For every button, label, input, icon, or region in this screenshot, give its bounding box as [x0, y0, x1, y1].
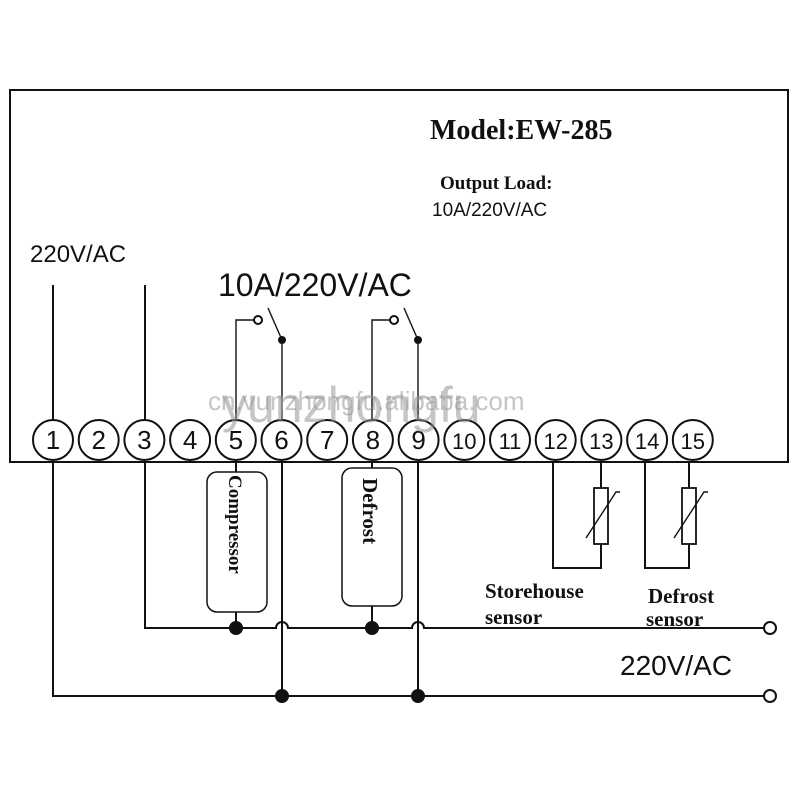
terminal-number: 14 — [635, 429, 659, 454]
terminal-circle — [626, 419, 669, 461]
terminal-4: 4 — [169, 419, 212, 461]
terminal-number: 6 — [274, 425, 288, 455]
terminal-number: 9 — [411, 425, 425, 455]
terminal-circle — [351, 419, 394, 461]
output-load-rating: 10A/220V/AC — [432, 200, 547, 221]
terminal-circle — [580, 419, 623, 461]
terminal-number: 2 — [91, 425, 105, 455]
terminal-number: 13 — [589, 429, 613, 454]
terminal-number: 4 — [183, 425, 197, 455]
terminal-number: 12 — [543, 429, 567, 454]
controller-housing — [9, 89, 789, 463]
terminal-7: 7 — [306, 419, 349, 461]
terminal-5: 5 — [214, 419, 257, 461]
storehouse-sensor-label-1: Storehouse — [485, 579, 584, 603]
terminal-14: 14 — [626, 419, 669, 461]
junction-compressor — [229, 621, 243, 635]
terminal-6: 6 — [260, 419, 303, 461]
terminal-circle — [306, 419, 349, 461]
neutral-wire — [144, 461, 764, 629]
storehouse-sensor-label-2: sensor — [485, 605, 542, 629]
terminal-number: 11 — [499, 429, 522, 454]
storehouse-sensor — [552, 461, 620, 569]
relay-contact-compressor — [235, 307, 286, 425]
terminal-15: 15 — [671, 419, 714, 461]
terminal-number: 15 — [681, 429, 705, 454]
terminal-11: 11 — [489, 419, 531, 461]
terminal-2: 2 — [77, 419, 120, 461]
terminal-number: 10 — [452, 429, 476, 454]
terminal-circle — [260, 419, 303, 461]
terminal-circle — [214, 419, 257, 461]
terminal-circle — [397, 419, 440, 461]
supply-terminal-upper — [763, 621, 777, 635]
terminal-9: 9 — [397, 419, 440, 461]
defrost-sensor — [644, 461, 708, 569]
defrost-label: Defrost — [358, 478, 382, 544]
terminal-number: 1 — [46, 425, 60, 455]
terminal-1: 1 — [32, 419, 74, 461]
watermark-text: yunzhongfu — [222, 377, 481, 433]
terminal-circle — [32, 419, 74, 461]
terminal-8: 8 — [351, 419, 394, 461]
defrost-sensor-label-2: sensor — [646, 607, 703, 631]
terminal-13: 13 — [580, 419, 623, 461]
terminal-12: 12 — [534, 419, 577, 461]
compressor-label: Compressor — [224, 475, 245, 574]
terminal-circle — [671, 419, 714, 461]
supply-label-top: 220V/AC — [30, 241, 126, 268]
relay-contact-defrost — [371, 307, 422, 425]
model-label: Model:EW-285 — [430, 115, 613, 146]
defrost-sensor-label-1: Defrost — [648, 584, 714, 608]
terminal-number: 5 — [229, 425, 243, 455]
terminal-number: 8 — [366, 425, 380, 455]
junction-defrost — [365, 621, 379, 635]
terminal-3: 3 — [123, 419, 166, 461]
terminal-circle — [123, 419, 166, 461]
relay-rating-label: 10A/220V/AC — [218, 267, 412, 303]
terminal-circle — [489, 419, 531, 461]
terminal-10: 10 — [443, 419, 486, 461]
watermark-url: cn.vunzhongfu.alibaba.com — [208, 386, 525, 416]
supply-terminal-lower — [763, 689, 777, 703]
terminal-number: 3 — [137, 425, 151, 455]
output-load-label: Output Load: — [440, 173, 552, 194]
terminal-number: 7 — [320, 425, 334, 455]
terminal-circle — [443, 419, 486, 461]
live-wire — [52, 461, 764, 697]
terminal-circle — [77, 419, 120, 461]
terminal-circle — [169, 419, 212, 461]
terminal-circle — [534, 419, 577, 461]
junction-9 — [411, 689, 425, 703]
supply-label-bottom: 220V/AC — [620, 650, 732, 681]
junction-6 — [275, 689, 289, 703]
